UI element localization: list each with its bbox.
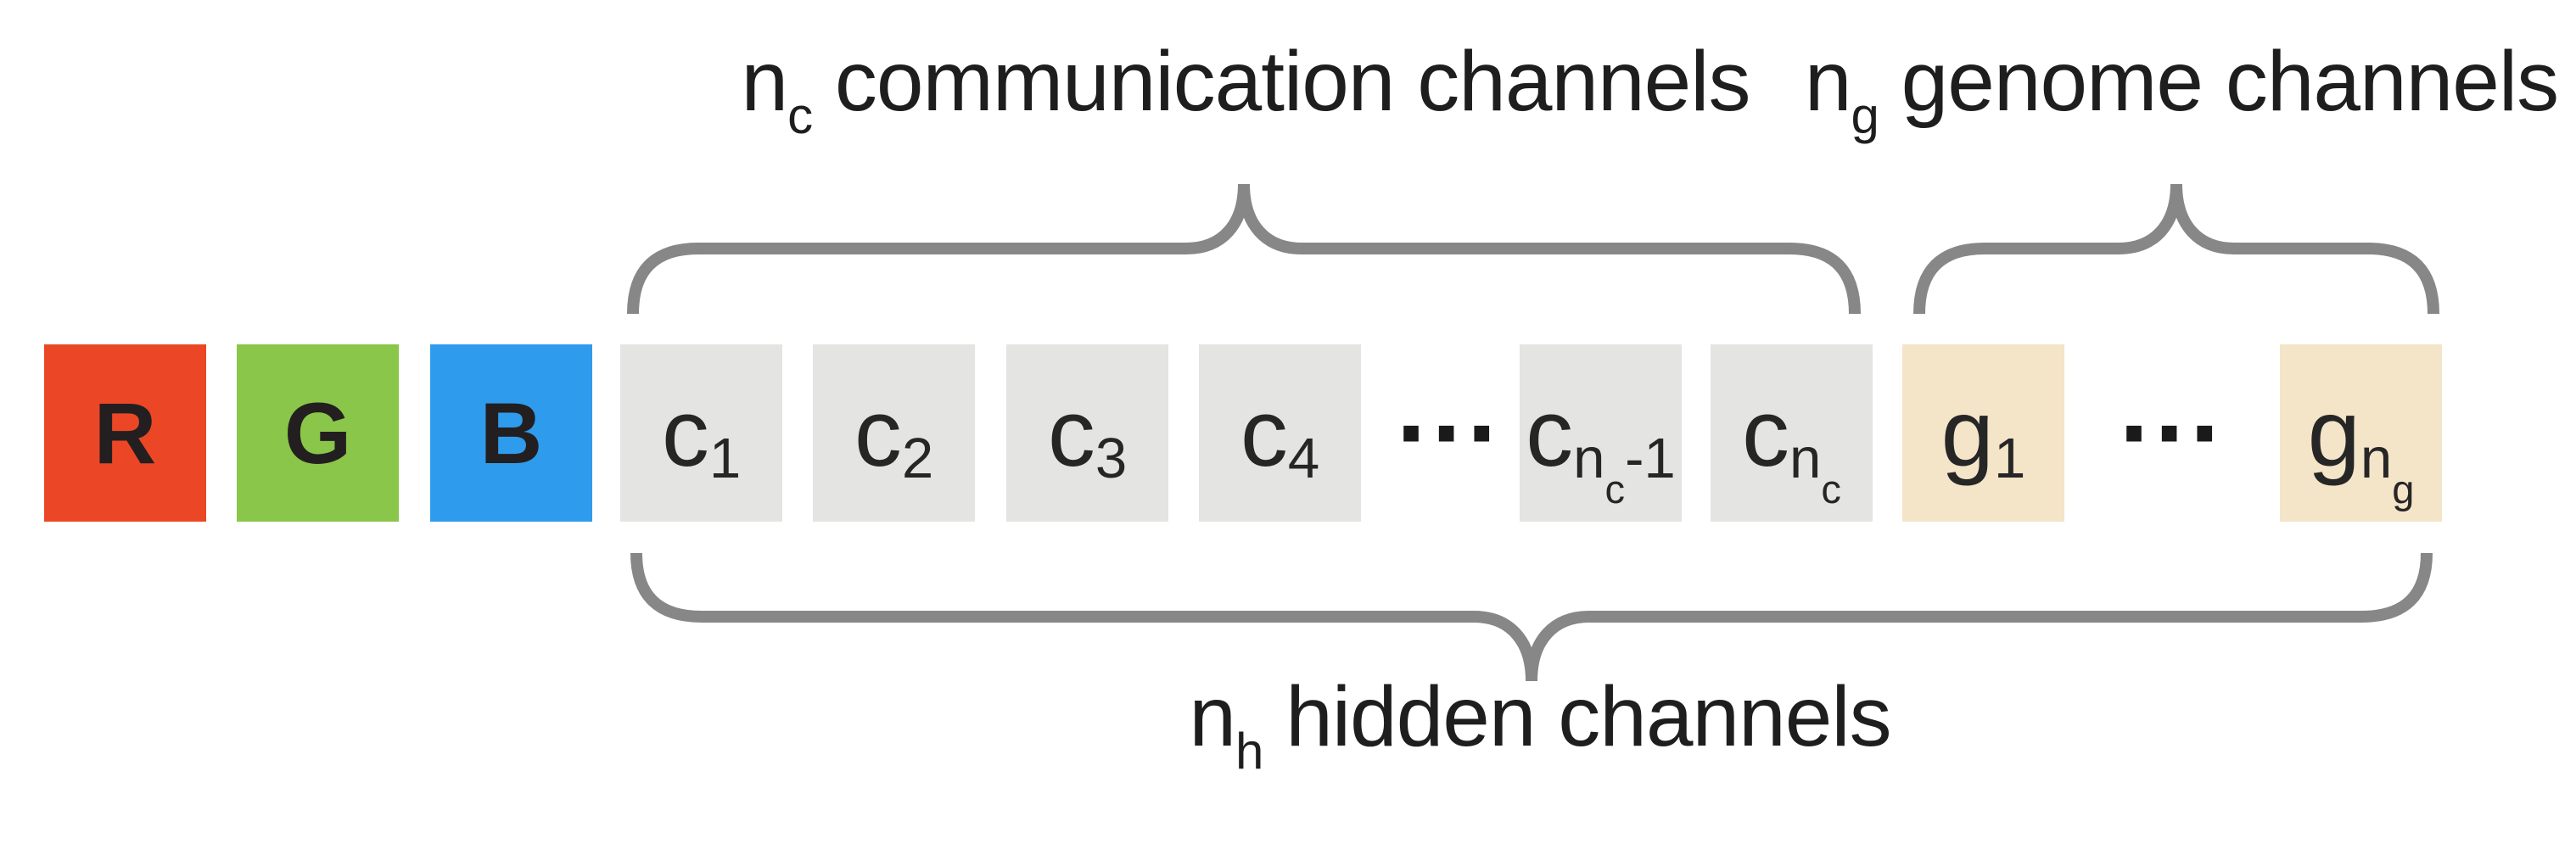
subscript: 1 (708, 427, 742, 491)
subscript: h (1235, 723, 1263, 780)
text-run: c (1742, 379, 1790, 486)
subscript: c (1604, 466, 1626, 511)
text-run: g (1940, 379, 1994, 486)
subscript: n (1573, 427, 1605, 491)
subscript: 2 (901, 427, 934, 491)
caption-communication-channels: nc communication channels (742, 39, 1751, 142)
text-run: R (93, 384, 157, 482)
text-run: genome channels (1878, 34, 2559, 129)
subscript: 3 (1095, 427, 1128, 491)
ellipsis-communication: ··· (1396, 344, 1503, 522)
text-run: c (1526, 379, 1574, 486)
subscript: 1 (1993, 427, 2026, 491)
text-run: n (1189, 669, 1236, 764)
subscript: c (787, 87, 813, 144)
text-run: c (1240, 379, 1288, 486)
text-run: B (479, 384, 543, 482)
subscript: 4 (1287, 427, 1320, 491)
text-run: G (283, 384, 352, 482)
caption-genome-channels: ng genome channels (1805, 39, 2559, 142)
subscript: n (1789, 427, 1822, 491)
subscript: g (1851, 87, 1879, 144)
text-run: n (741, 34, 789, 129)
brace-communication-channels (627, 183, 1861, 315)
subscript: c (1821, 466, 1841, 511)
text-run: c (1047, 379, 1095, 486)
ellipsis-genome: ··· (2119, 344, 2226, 522)
text-run: n (1804, 34, 1852, 129)
text-run: c (854, 379, 902, 486)
text-run: hidden channels (1263, 669, 1891, 764)
brace-hidden-channels (630, 552, 2433, 682)
cell-R: R (44, 344, 206, 522)
cell-B: B (430, 344, 592, 522)
text-run: g (2307, 379, 2360, 486)
brace-genome-channels (1913, 183, 2439, 315)
text-run: c (661, 379, 709, 486)
subscript: g (2392, 466, 2415, 511)
subscript: n (2360, 427, 2393, 491)
text-run: ··· (1396, 374, 1503, 492)
caption-hidden-channels: nh hidden channels (1189, 674, 1891, 777)
cell-G: G (237, 344, 399, 522)
text-run: ··· (2119, 374, 2226, 492)
subscript: -1 (1625, 427, 1676, 491)
text-run: communication channels (812, 34, 1751, 129)
